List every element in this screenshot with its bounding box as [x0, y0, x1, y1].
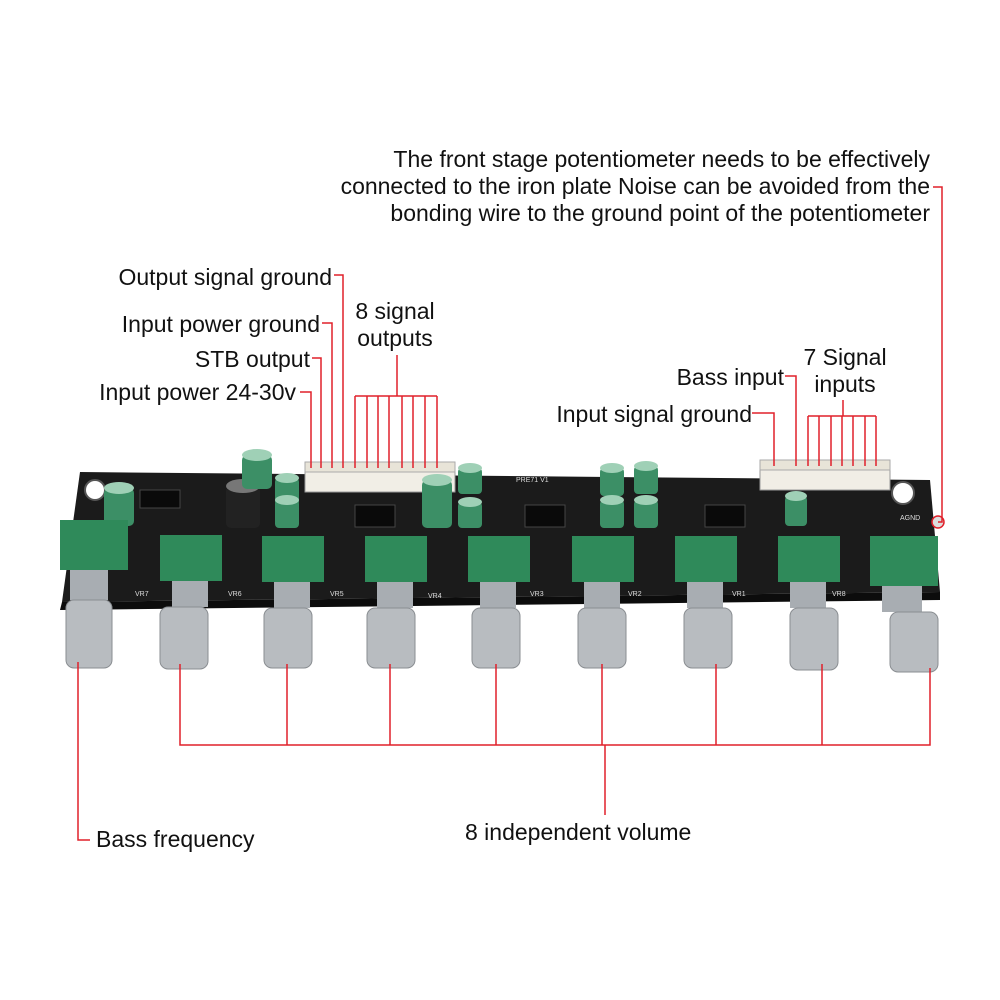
potentiometer — [262, 536, 324, 669]
mounting-hole — [891, 481, 915, 505]
pot-label: VR8 — [832, 591, 846, 598]
capacitor — [242, 449, 272, 489]
capacitor — [458, 497, 482, 528]
potentiometer — [870, 536, 939, 673]
input-connector — [759, 459, 891, 491]
pot-label: VR1 — [732, 591, 746, 598]
ic-chip — [354, 504, 396, 528]
note-line-3: bonding wire to the ground point of the … — [390, 200, 930, 226]
bass-frequency-label: Bass frequency — [96, 826, 255, 852]
ic-chip — [704, 504, 746, 528]
potentiometer — [159, 535, 222, 670]
potentiometer — [365, 536, 427, 669]
capacitor — [275, 495, 299, 528]
note-line-2: connected to the iron plate Noise can be… — [340, 173, 930, 199]
pot-label: VR3 — [530, 591, 544, 598]
potentiometer — [778, 536, 840, 671]
ic-chip — [139, 489, 181, 509]
pot-label: VR6 — [228, 591, 242, 598]
note-line-1: The front stage potentiometer needs to b… — [393, 146, 930, 172]
bass-input-label: Bass input — [676, 364, 784, 390]
signal-inputs-label-line1: 7 Signal — [803, 344, 887, 370]
potentiometer — [572, 536, 634, 669]
capacitor — [600, 495, 624, 528]
output-connector — [304, 461, 456, 493]
signal-outputs-label-line1: 8 signal — [355, 298, 435, 324]
input-power-label: Input power 24-30v — [99, 379, 296, 405]
capacitor — [785, 491, 807, 526]
input-power-ground-label: Input power ground — [121, 311, 320, 337]
stb-output-label: STB output — [194, 346, 310, 372]
board-model-label: PRE71 V1 — [516, 477, 549, 484]
pot-label: VR5 — [330, 591, 344, 598]
output-signal-ground-label: Output signal ground — [118, 264, 332, 290]
potentiometer — [60, 520, 128, 669]
pot-label: VR2 — [628, 591, 642, 598]
agnd-label: AGND — [900, 515, 920, 522]
ic-chip — [524, 504, 566, 528]
pot-label: VR7 — [135, 591, 149, 598]
capacitor — [422, 474, 452, 528]
capacitor — [600, 463, 624, 496]
signal-inputs-label-line2: inputs — [814, 371, 876, 397]
capacitor — [634, 495, 658, 528]
potentiometer — [468, 536, 530, 669]
input-signal-ground-label: Input signal ground — [556, 401, 752, 427]
capacitor — [104, 482, 134, 526]
signal-outputs-label-line2: outputs — [357, 325, 433, 351]
independent-volume-label: 8 independent volume — [465, 819, 692, 845]
potentiometer — [675, 536, 737, 669]
annotation-lines — [77, 186, 943, 841]
pot-label: VR4 — [428, 593, 442, 600]
mounting-hole — [84, 479, 106, 501]
capacitor — [458, 463, 482, 494]
capacitor — [634, 461, 658, 494]
